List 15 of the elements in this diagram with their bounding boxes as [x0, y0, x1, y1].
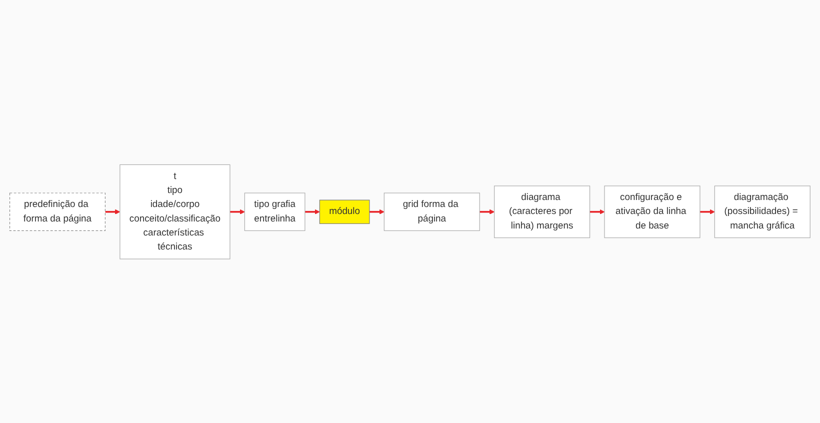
arrow [590, 208, 605, 214]
node-box: grid forma da página [384, 192, 480, 231]
node-box: diagrama (caracteres por linha) margens [494, 185, 590, 238]
arrow [230, 208, 245, 214]
arrow [370, 208, 384, 214]
node-box: diagramação (possibilidades) = mancha gráfica [714, 185, 810, 238]
arrow [700, 208, 715, 214]
node-box: módulo [319, 199, 370, 224]
arrow [305, 208, 320, 214]
node-box: tipo grafia entrelinha [244, 192, 306, 231]
arrow [105, 208, 120, 214]
node-box: predefinição da forma da página [10, 192, 106, 231]
node-box: t tipo idade/corpo conceito/classificação características técnicas [120, 164, 230, 259]
node-box: configuração e ativação da linha de base [604, 185, 700, 238]
arrow [480, 208, 495, 214]
